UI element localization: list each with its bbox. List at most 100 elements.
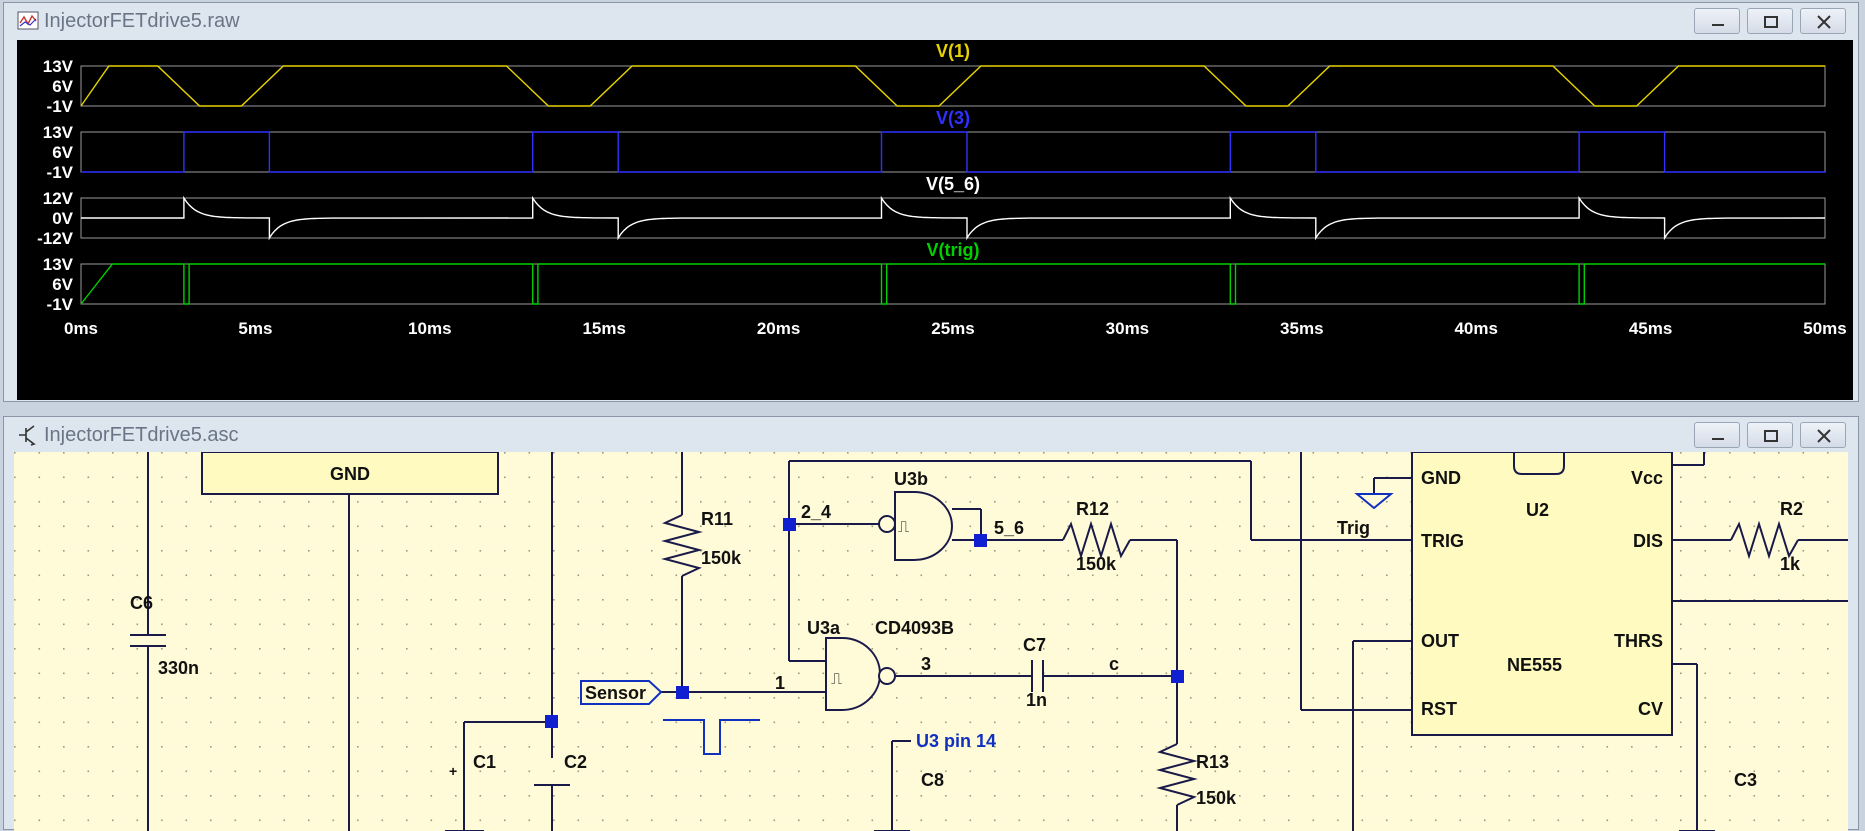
trace-title: V(1): [936, 41, 970, 61]
schmitt-trigger-icon: ⎍: [898, 519, 909, 536]
y-tick-label: -1V: [47, 163, 74, 182]
junction[interactable]: [1171, 670, 1184, 683]
y-tick-label: 6V: [52, 77, 73, 96]
u2-ref-label: U2: [1526, 500, 1549, 520]
u2-pin-trig: TRIG: [1421, 531, 1464, 551]
c1-plus: +: [449, 763, 457, 779]
schematic-file-icon: [19, 425, 36, 446]
r12-value: 150k: [1076, 554, 1117, 574]
r13-label: R13: [1196, 752, 1229, 772]
close-button[interactable]: [1800, 8, 1846, 34]
r2-value: 1k: [1780, 554, 1801, 574]
y-tick-label: 6V: [52, 275, 73, 294]
trace-title: V(5_6): [926, 174, 980, 194]
r2-label: R2: [1780, 499, 1803, 519]
y-tick-label: -12V: [37, 229, 74, 248]
u3b-bubble[interactable]: [878, 515, 896, 533]
schematic-canvas[interactable]: GND C6 330n R11 150k Sensor C1 + C2 2_4 …: [14, 452, 1848, 831]
waveform-titlebar[interactable]: InjectorFETdrive5.raw: [4, 3, 1858, 39]
junction[interactable]: [545, 715, 558, 728]
sensor-port-box[interactable]: [580, 680, 663, 705]
schematic-drawing[interactable]: GND C6 330n R11 150k Sensor C1 + C2 2_4 …: [14, 452, 1848, 831]
schmitt-trigger-icon: ⎍: [831, 671, 842, 688]
x-tick-label: 30ms: [1106, 319, 1149, 338]
c3-label: C3: [1734, 770, 1757, 790]
y-tick-label: 12V: [43, 189, 74, 208]
minimize-button[interactable]: [1694, 8, 1740, 34]
y-tick-label: 6V: [52, 143, 73, 162]
c6-value: 330n: [158, 658, 199, 678]
y-tick-label: -1V: [47, 295, 74, 314]
net-3-label: 3: [921, 654, 931, 674]
schematic-window: InjectorFETdrive5.asc: [3, 416, 1859, 831]
ne555-notch: [1513, 452, 1565, 475]
x-tick-label: 10ms: [408, 319, 451, 338]
maximize-icon: [1764, 16, 1778, 28]
trig-net-label: Trig: [1337, 518, 1370, 538]
r13-resistor[interactable]: [1156, 743, 1198, 806]
r2-resistor[interactable]: [1730, 520, 1799, 560]
x-tick-label: 5ms: [238, 319, 272, 338]
trace-V(3)[interactable]: [81, 131, 1825, 173]
schematic-window-title: InjectorFETdrive5.asc: [44, 424, 239, 446]
r13-value: 150k: [1196, 788, 1237, 808]
maximize-button[interactable]: [1747, 8, 1793, 34]
u2-pin-rst: RST: [1421, 699, 1457, 719]
minimize-icon: [1712, 24, 1724, 26]
c2-label: C2: [564, 752, 587, 772]
ground-icon[interactable]: [1354, 493, 1394, 510]
c7-label: C7: [1023, 635, 1046, 655]
net-2-4-label: 2_4: [801, 502, 831, 522]
ne555-body[interactable]: [1411, 452, 1673, 736]
schematic-titlebar[interactable]: InjectorFETdrive5.asc: [4, 417, 1858, 453]
plot-pane-frame[interactable]: [80, 263, 1826, 305]
c8-label: C8: [921, 770, 944, 790]
r11-label: R11: [701, 509, 733, 529]
schematic-close-button[interactable]: [1800, 422, 1846, 448]
y-tick-label: 0V: [52, 209, 73, 228]
x-tick-label: 15ms: [582, 319, 625, 338]
x-tick-label: 25ms: [931, 319, 974, 338]
plot-pane-frame[interactable]: [80, 65, 1826, 107]
x-tick-label: 20ms: [757, 319, 800, 338]
waveform-plots[interactable]: V(1)13V6V-1VV(3)13V6V-1VV(5_6)12V0V-12VV…: [17, 40, 1853, 400]
net-c-label: c: [1109, 654, 1119, 674]
r12-resistor[interactable]: [1062, 520, 1131, 560]
u2-pin-gnd: GND: [1421, 468, 1461, 488]
y-tick-label: 13V: [43, 123, 74, 142]
trace-title: V(3): [936, 108, 970, 128]
x-tick-label: 50ms: [1803, 319, 1846, 338]
net-5-6-label: 5_6: [994, 518, 1024, 538]
u2-pin-cv: CV: [1638, 699, 1663, 719]
u3a-bubble[interactable]: [878, 667, 896, 685]
trace-V(5_6)[interactable]: [81, 195, 1826, 241]
sensor-label[interactable]: Sensor: [585, 683, 646, 703]
trace-V(1)[interactable]: [80, 65, 1825, 107]
x-tick-label: 0ms: [64, 319, 98, 338]
r11-value: 150k: [701, 548, 742, 568]
y-tick-label: 13V: [43, 255, 74, 274]
u2-pin-dis: DIS: [1633, 531, 1663, 551]
r11-resistor[interactable]: [661, 514, 703, 577]
r12-label: R12: [1076, 499, 1109, 519]
maximize-icon: [1764, 430, 1778, 442]
y-tick-label: 13V: [43, 57, 74, 76]
junction[interactable]: [974, 534, 987, 547]
u3-pin14-label: U3 pin 14: [916, 731, 996, 751]
x-tick-label: 45ms: [1629, 319, 1672, 338]
plot-pane-frame[interactable]: [80, 131, 1826, 173]
junction[interactable]: [676, 686, 689, 699]
gnd-box-label: GND: [330, 464, 370, 484]
u2-part-label: NE555: [1507, 655, 1562, 675]
gnd-box[interactable]: [201, 452, 499, 495]
junction[interactable]: [783, 518, 796, 531]
schematic-minimize-button[interactable]: [1694, 422, 1740, 448]
u3b-gate[interactable]: [894, 491, 953, 561]
u3b-label: U3b: [894, 469, 928, 489]
trace-V(trig)[interactable]: [80, 263, 1825, 305]
waveform-window-title: InjectorFETdrive5.raw: [44, 10, 240, 32]
x-tick-label: 40ms: [1454, 319, 1497, 338]
schematic-maximize-button[interactable]: [1747, 422, 1793, 448]
